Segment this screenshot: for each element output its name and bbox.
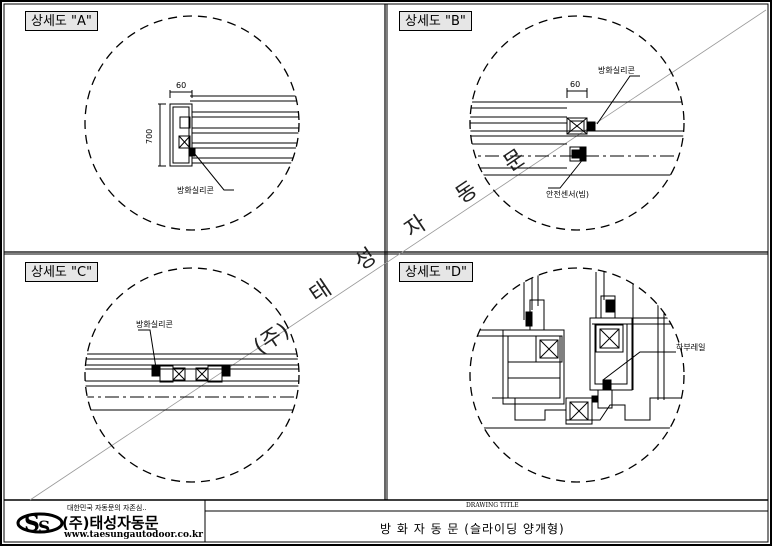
company-logo: S S bbox=[16, 511, 64, 538]
detail-b-silicone-note: 방화실리콘 bbox=[598, 65, 635, 75]
detail-d-rail-note: 하부레일 bbox=[676, 342, 705, 352]
detail-c-silicone-note: 방화실리콘 bbox=[136, 319, 173, 329]
detail-d-label: 상세도 "D" bbox=[399, 262, 473, 282]
watermark-char: 태 bbox=[305, 276, 336, 308]
company-tagline: 대한민국 자동문의 자존심.. bbox=[67, 504, 147, 512]
diagonal-guide-line bbox=[29, 9, 767, 501]
detail-a-width-dim: 60 bbox=[176, 81, 186, 90]
detail-b-label: 상세도 "B" bbox=[399, 11, 472, 31]
detail-d-drawing: 하부레일 bbox=[469, 267, 705, 483]
svg-text:S: S bbox=[38, 518, 50, 538]
detail-b-sensor-note: 안전센서(빔) bbox=[546, 189, 589, 199]
detail-b-width-dim: 60 bbox=[570, 80, 580, 89]
detail-a-drawing: 60 700 방화실리콘 bbox=[84, 15, 300, 231]
detail-c-label: 상세도 "C" bbox=[25, 262, 99, 282]
company-website: www.taesungautodoor.co.kr bbox=[64, 530, 203, 540]
detail-c-drawing: 방화실리콘 bbox=[84, 267, 300, 483]
watermark-char: 자 bbox=[400, 211, 431, 243]
detail-a-label: 상세도 "A" bbox=[25, 11, 98, 31]
detail-a-height-dim: 700 bbox=[145, 129, 154, 144]
company-name: (주)태성자동문 bbox=[62, 514, 159, 532]
watermark-char: 문 bbox=[499, 145, 530, 177]
drawing-title-label: DRAWING TITLE bbox=[466, 502, 519, 509]
watermark-char: 동 bbox=[451, 177, 482, 209]
svg-text:S: S bbox=[24, 511, 40, 537]
drawing-title: 방 화 자 동 문 (슬라이딩 양개형) bbox=[380, 522, 565, 536]
watermark-char: 성 bbox=[350, 244, 381, 276]
detail-b-drawing: 60 방화실리콘 안전센서(빔) bbox=[469, 15, 685, 231]
detail-a-silicone-note: 방화실리콘 bbox=[177, 185, 214, 195]
